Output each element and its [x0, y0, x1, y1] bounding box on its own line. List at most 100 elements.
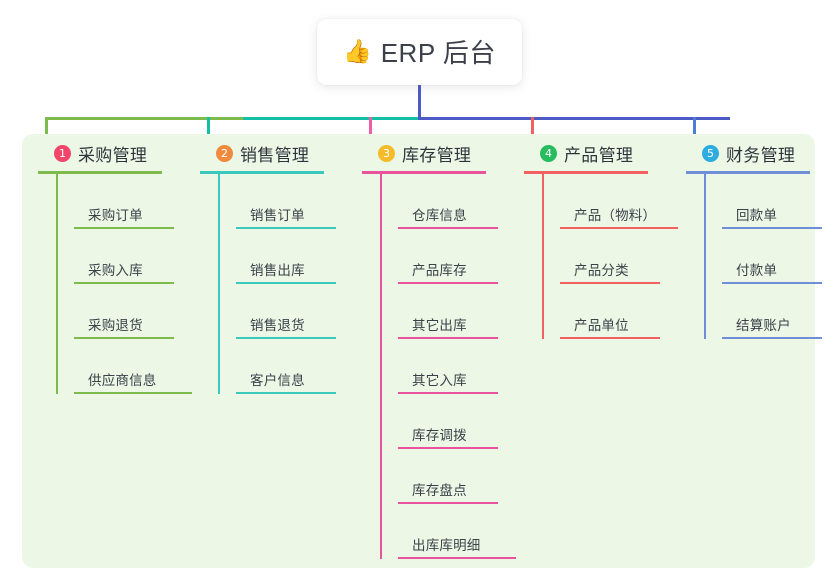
branch-item-label: 采购入库	[88, 263, 143, 278]
branch-item-label: 付款单	[736, 263, 778, 278]
branch-item-label: 回款单	[736, 208, 778, 223]
branch-item-label: 产品单位	[574, 318, 629, 333]
root-node-content: 👍 ERP 后台	[343, 33, 496, 70]
branch-item-rule	[236, 282, 336, 284]
branch-title: 产品管理	[564, 145, 634, 165]
branch-item-label: 客户信息	[250, 373, 305, 388]
branch-item[interactable]: 仓库信息	[398, 174, 498, 229]
branch-item-label: 库存调拨	[412, 428, 467, 443]
branch-spine	[56, 174, 58, 394]
branch-items: 产品（物料） 产品分类产品单位	[524, 174, 684, 339]
branch-item-label: 采购订单	[88, 208, 143, 223]
connector-stub-product	[531, 117, 534, 148]
branch-item[interactable]: 其它入库	[398, 339, 498, 394]
branch-item[interactable]: 采购订单	[74, 174, 174, 229]
branch-item-rule	[398, 392, 498, 394]
branch-header-3[interactable]: 3 库存管理	[362, 140, 522, 166]
branch-spine	[704, 174, 706, 339]
branch-items: 销售订单销售出库销售退货客户信息	[200, 174, 360, 394]
branch-item[interactable]: 库存调拨	[398, 394, 498, 449]
branch-item-label: 产品库存	[412, 263, 467, 278]
branch-title: 销售管理	[240, 145, 310, 165]
branch-item-rule	[74, 392, 192, 394]
branch-item-label: 产品（物料）	[574, 208, 657, 223]
branch-header-rule	[362, 171, 486, 174]
branch-item[interactable]: 回款单	[722, 174, 822, 229]
branch-item[interactable]: 采购退货	[74, 284, 174, 339]
branch-header-rule	[38, 171, 162, 174]
branch-item[interactable]: 供应商信息	[74, 339, 192, 394]
branch-item-label: 销售退货	[250, 318, 305, 333]
branch-item[interactable]: 其它出库	[398, 284, 498, 339]
branch-item[interactable]: 出库库明细	[398, 504, 516, 559]
branch-item-rule	[722, 337, 822, 339]
branch-item[interactable]: 销售退货	[236, 284, 336, 339]
branch-header-1[interactable]: 1 采购管理	[38, 140, 198, 166]
branch-index-badge: 2	[216, 144, 233, 162]
branch-item[interactable]: 客户信息	[236, 339, 336, 394]
branch-header-rule	[686, 171, 810, 174]
connector-bus-segment-teal	[243, 117, 420, 120]
branch-item-label: 库存盘点	[412, 483, 467, 498]
branch-column-4[interactable]: 4 产品管理产品（物料） 产品分类产品单位	[524, 140, 684, 339]
root-node[interactable]: 👍 ERP 后台	[317, 19, 522, 85]
connector-stub-purchase	[45, 117, 48, 148]
branch-items: 仓库信息产品库存其它出库其它入库库存调拨库存盘点出库库明细	[362, 174, 522, 559]
branch-index-badge: 1	[54, 144, 71, 162]
branch-item-rule	[398, 337, 498, 339]
branch-item[interactable]: 产品单位	[560, 284, 660, 339]
branch-item[interactable]: 销售出库	[236, 229, 336, 284]
branch-title: 财务管理	[726, 145, 796, 165]
branch-item[interactable]: 产品分类	[560, 229, 660, 284]
root-title: ERP 后台	[380, 37, 496, 68]
branch-item-rule	[236, 227, 336, 229]
branch-item-label: 采购退货	[88, 318, 143, 333]
branch-header-4[interactable]: 4 产品管理	[524, 140, 684, 166]
connector-stub-finance	[693, 117, 696, 148]
branch-item[interactable]: 产品库存	[398, 229, 498, 284]
branch-title: 库存管理	[402, 145, 472, 165]
branch-index-badge: 5	[702, 144, 719, 162]
branch-items: 回款单付款单结算账户	[686, 174, 839, 339]
branch-item-rule	[236, 337, 336, 339]
branch-item-label: 销售订单	[250, 208, 305, 223]
branch-item-rule	[398, 447, 498, 449]
branch-column-5[interactable]: 5 财务管理回款单付款单结算账户	[686, 140, 839, 339]
branch-item-rule	[398, 557, 516, 559]
branch-spine	[380, 174, 382, 559]
branch-item-label: 销售出库	[250, 263, 305, 278]
branch-header-5[interactable]: 5 财务管理	[686, 140, 839, 166]
branch-item-rule	[74, 282, 174, 284]
branch-item-label: 仓库信息	[412, 208, 467, 223]
branch-item-label: 结算账户	[736, 318, 791, 333]
branch-item[interactable]: 产品（物料）	[560, 174, 678, 229]
branch-item-rule	[722, 282, 822, 284]
branch-header-2[interactable]: 2 销售管理	[200, 140, 360, 166]
branch-item[interactable]: 结算账户	[722, 284, 822, 339]
branch-item[interactable]: 库存盘点	[398, 449, 498, 504]
branch-item-label: 其它出库	[412, 318, 467, 333]
branch-item-rule	[560, 282, 660, 284]
thumbs-up-icon: 👍	[343, 37, 372, 64]
branch-header-rule	[200, 171, 324, 174]
branch-title: 采购管理	[78, 145, 148, 165]
connector-stub-inventory	[369, 117, 372, 148]
branch-index-badge: 4	[540, 144, 557, 162]
branch-item[interactable]: 采购入库	[74, 229, 174, 284]
branch-item-rule	[74, 337, 174, 339]
branch-column-2[interactable]: 2 销售管理销售订单销售出库销售退货客户信息	[200, 140, 360, 394]
branch-column-1[interactable]: 1 采购管理采购订单采购入库采购退货供应商信息	[38, 140, 198, 394]
branch-item-rule	[74, 227, 174, 229]
branch-item-rule	[560, 337, 660, 339]
branch-index-badge: 3	[378, 144, 395, 162]
branch-items: 采购订单采购入库采购退货供应商信息	[38, 174, 198, 394]
branch-item-rule	[722, 227, 822, 229]
branch-item-rule	[236, 392, 336, 394]
branch-item-label: 其它入库	[412, 373, 467, 388]
connector-bus-segment-green	[45, 117, 243, 120]
branch-column-3[interactable]: 3 库存管理仓库信息产品库存其它出库其它入库库存调拨库存盘点出库库明细	[362, 140, 522, 559]
branch-item[interactable]: 付款单	[722, 229, 822, 284]
branch-item[interactable]: 销售订单	[236, 174, 336, 229]
branch-item-label: 产品分类	[574, 263, 629, 278]
